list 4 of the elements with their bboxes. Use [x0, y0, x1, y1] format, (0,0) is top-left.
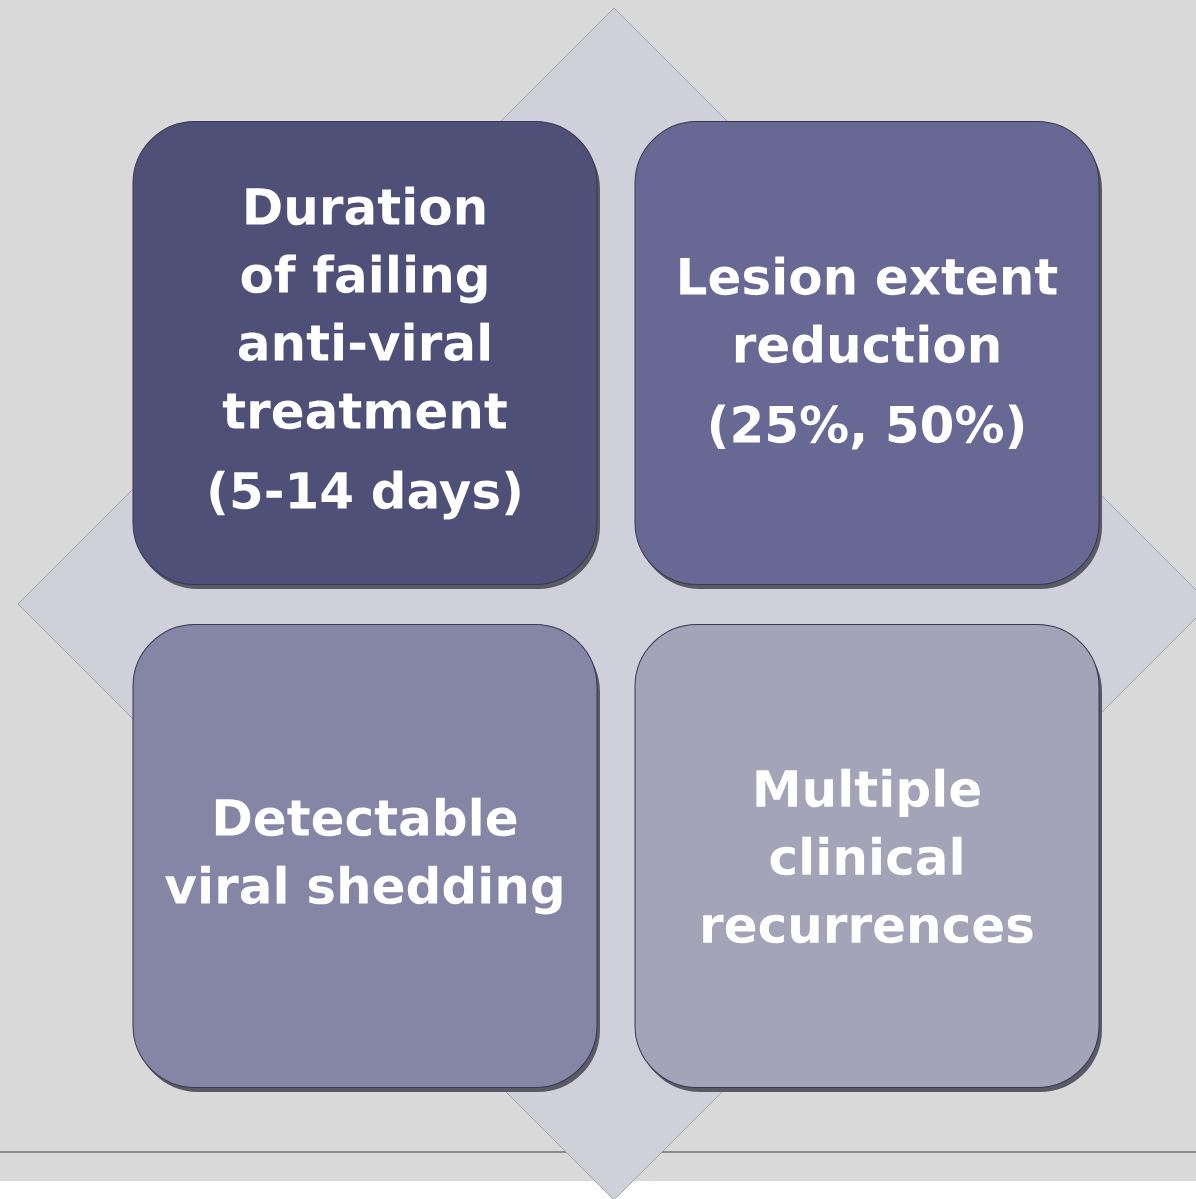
rounded-box: Multiple clinical recurrences	[634, 624, 1102, 1092]
rounded-box: Lesion extent reduction (25%, 50%)	[634, 121, 1102, 589]
rounded-box: Duration of failing anti-viral treatment (5-14 days)	[132, 121, 600, 589]
rounded-box: Detectable viral shedding	[132, 624, 600, 1092]
